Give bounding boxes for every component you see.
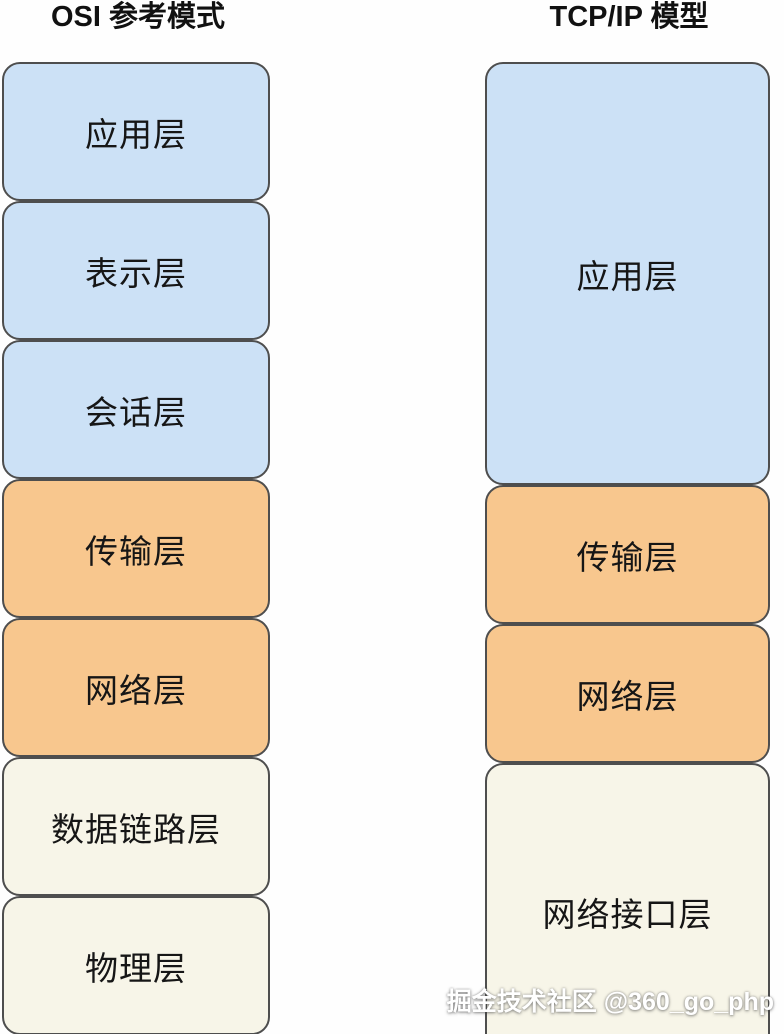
- osi-layer-session: 会话层: [2, 340, 270, 479]
- osi-layer-network: 网络层: [2, 618, 270, 757]
- osi-layer-application-label: 应用层: [85, 115, 187, 153]
- osi-column: 应用层 表示层 会话层 传输层 网络层 数据链路层 物理层: [2, 62, 270, 1034]
- osi-column-title: OSI 参考模式: [50, 1, 225, 33]
- osi-layer-datalink: 数据链路层: [2, 757, 270, 896]
- osi-layer-network-label: 网络层: [85, 671, 187, 709]
- osi-layer-application: 应用层: [2, 62, 270, 201]
- tcpip-layer-application-label: 应用层: [576, 257, 679, 295]
- tcpip-layer-network: 网络层: [485, 624, 770, 763]
- osi-layer-presentation: 表示层: [2, 201, 270, 340]
- tcpip-layer-network-label: 网络层: [576, 677, 679, 715]
- tcpip-column-title: TCP/IP 模型: [549, 1, 709, 33]
- tcpip-column: 应用层 传输层 网络层 网络接口层: [485, 62, 770, 1034]
- tcpip-layer-application: 应用层: [485, 62, 770, 485]
- osi-layer-presentation-label: 表示层: [85, 254, 187, 292]
- osi-layer-transport-label: 传输层: [85, 532, 187, 570]
- watermark: 掘金技术社区 @360_go_php: [446, 988, 774, 1016]
- tcpip-layer-network-interface-label: 网络接口层: [542, 895, 713, 933]
- osi-layer-physical: 物理层: [2, 896, 270, 1034]
- osi-layer-session-label: 会话层: [85, 393, 187, 431]
- tcpip-layer-transport: 传输层: [485, 485, 770, 624]
- tcpip-layer-network-interface: 网络接口层: [485, 763, 770, 1034]
- osi-layer-transport: 传输层: [2, 479, 270, 618]
- osi-layer-physical-label: 物理层: [85, 949, 187, 987]
- osi-layer-datalink-label: 数据链路层: [51, 810, 221, 848]
- tcpip-layer-transport-label: 传输层: [576, 538, 679, 576]
